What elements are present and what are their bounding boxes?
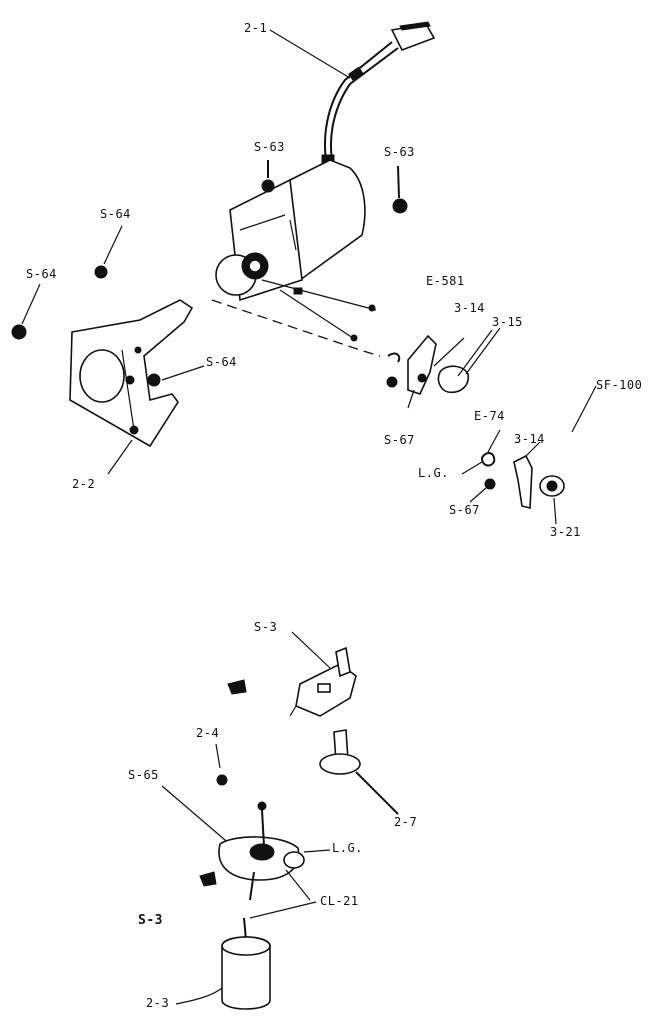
label-2-2: 2-2 xyxy=(72,477,96,491)
screw-s64-mid xyxy=(147,365,205,387)
label-lg-lower: L.G. xyxy=(332,841,363,855)
bracket-2-2 xyxy=(69,299,194,475)
screw-s64-upper xyxy=(94,225,123,279)
label-s3-upper: S-3 xyxy=(254,620,278,634)
clip-e581-group xyxy=(386,327,501,409)
assembly-guide-lines xyxy=(211,299,381,357)
label-3-21: 3-21 xyxy=(550,525,581,539)
label-s67-lower: S-67 xyxy=(449,503,480,517)
label-s64-upper: S-64 xyxy=(100,207,131,221)
label-lg-upper: L.G. xyxy=(418,466,449,480)
label-s64-mid: S-64 xyxy=(206,355,237,369)
label-s64-left: S-64 xyxy=(26,267,57,281)
screw-s64-left xyxy=(11,283,41,340)
motor-body xyxy=(215,159,377,342)
label-s3-lower: S-3 xyxy=(138,913,163,928)
label-s63-left: S-63 xyxy=(254,140,285,154)
label-e74: E-74 xyxy=(474,409,505,423)
part-sf100-group xyxy=(461,385,597,525)
capacitor-2-3 xyxy=(175,917,271,1010)
pin-2-4 xyxy=(215,743,228,786)
label-2-4: 2-4 xyxy=(196,726,220,740)
knob-2-7 xyxy=(319,729,399,815)
label-3-14-lower: 3-14 xyxy=(514,432,545,446)
switch-s3-upper xyxy=(227,631,357,717)
screw-s63-left xyxy=(261,160,275,193)
screw-s63-right xyxy=(392,165,408,214)
label-s65: S-65 xyxy=(128,768,159,782)
leader-lines xyxy=(269,29,351,79)
label-2-3: 2-3 xyxy=(146,996,170,1010)
label-3-15: 3-15 xyxy=(492,315,523,329)
motor-cord xyxy=(321,21,436,164)
label-s67-upper: S-67 xyxy=(384,433,415,447)
label-sf100: SF-100 xyxy=(596,378,643,392)
regulator-assembly xyxy=(161,785,331,919)
label-cl21: CL-21 xyxy=(320,894,359,908)
label-s63-right: S-63 xyxy=(384,145,415,159)
label-2-1: 2-1 xyxy=(244,21,268,35)
label-e581: E-581 xyxy=(426,274,465,288)
label-3-14-upper: 3-14 xyxy=(454,301,485,315)
label-2-7: 2-7 xyxy=(394,815,418,829)
